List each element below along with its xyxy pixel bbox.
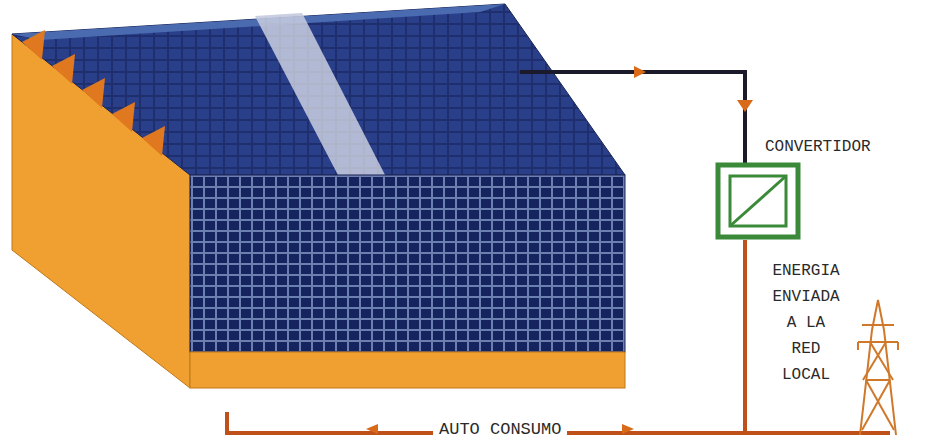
arrow-head <box>634 66 646 78</box>
converter-diagonal <box>730 176 786 226</box>
building-base <box>190 352 625 388</box>
panel-stripe <box>255 13 385 175</box>
arrow-head <box>622 424 634 434</box>
grid-label: ENERGIA ENVIADA A LA RED LOCAL <box>768 258 844 388</box>
converter-inner <box>730 176 786 226</box>
self-consumption-label: AUTO CONSUMO <box>433 420 567 439</box>
arrow-head <box>366 424 378 434</box>
roof-sawtooth <box>22 30 165 156</box>
dc-wire <box>520 72 745 165</box>
arrow-head <box>737 100 753 112</box>
front-panels <box>190 175 625 352</box>
converter-label: CONVERTIDOR <box>765 138 871 156</box>
panel-stripe-grid <box>255 13 385 175</box>
pylon <box>858 300 898 435</box>
solar-roof <box>12 4 625 175</box>
ac-wire <box>743 240 747 433</box>
converter-box <box>718 165 798 237</box>
